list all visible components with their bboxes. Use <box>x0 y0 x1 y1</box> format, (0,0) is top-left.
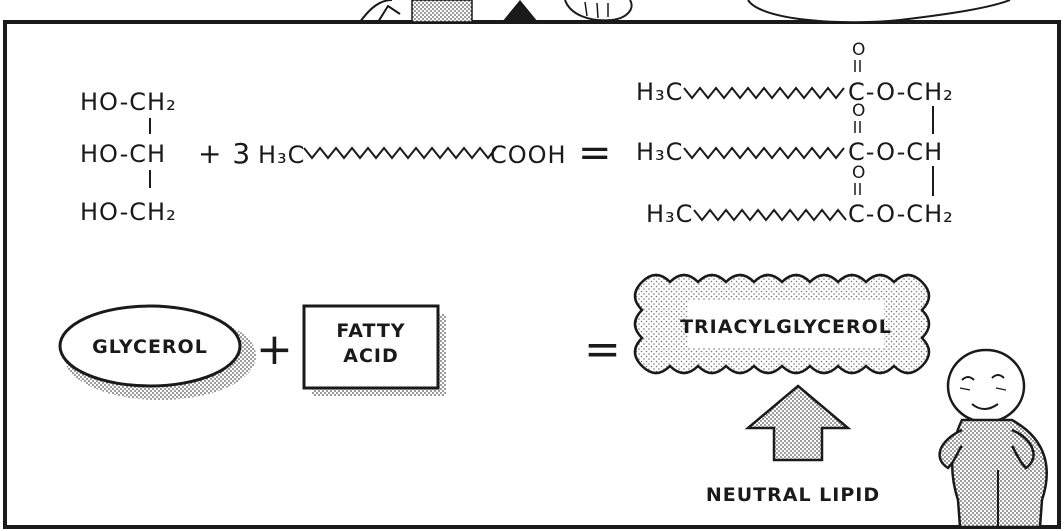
glycerol-label: GLYCEROL <box>92 336 208 358</box>
triacylglycerol-cloud: TRIACYLGLYCEROL <box>633 273 931 375</box>
fatty-acid-box: FATTY ACID <box>302 304 446 396</box>
glycerol-oval: GLYCEROL <box>58 304 256 400</box>
coefficient: + 3 <box>198 137 251 170</box>
glycerol-row-3: HO-CH₂ <box>80 198 177 226</box>
cartoon-character <box>938 348 1048 529</box>
methyl-1: H₃C <box>636 78 683 106</box>
oxygen-3: O <box>852 163 865 183</box>
neutral-lipid-label: NEUTRAL LIPID <box>706 484 880 506</box>
methyl-group: H₃C <box>258 141 305 169</box>
methyl-2: H₃C <box>636 138 683 166</box>
triglyceride-formula: O H₃C C-O-CH₂ O H₃C C-O-CH O H₃C C-O-CH₂ <box>636 40 954 228</box>
up-arrow-icon <box>744 384 852 462</box>
glycerol-formula: HO-CH₂ HO-CH HO-CH₂ <box>80 88 177 226</box>
plus-sign: + <box>256 324 293 375</box>
carbon-chain <box>303 146 497 160</box>
equals-sign-words: = <box>584 324 621 375</box>
glycerol-row-2: HO-CH <box>80 140 166 168</box>
equals-sign-formula: = <box>578 130 612 176</box>
fatty-acid-formula: + 3 H₃C COOH <box>198 137 567 170</box>
ester-row-1: C-O-CH₂ <box>848 78 954 106</box>
ester-row-2: C-O-CH <box>848 138 943 166</box>
fatty-acid-label-line-1: FATTY <box>336 320 405 342</box>
triacylglycerol-label: TRIACYLGLYCEROL <box>680 316 892 338</box>
top-character-hands <box>0 0 1064 24</box>
carboxyl-group: COOH <box>490 141 567 169</box>
ester-row-3: C-O-CH₂ <box>848 200 954 228</box>
oxygen-2: O <box>852 101 865 121</box>
methyl-3: H₃C <box>646 200 693 228</box>
oxygen-1: O <box>852 40 865 60</box>
fatty-acid-label-line-2: ACID <box>343 345 399 367</box>
glycerol-row-1: HO-CH₂ <box>80 88 177 116</box>
